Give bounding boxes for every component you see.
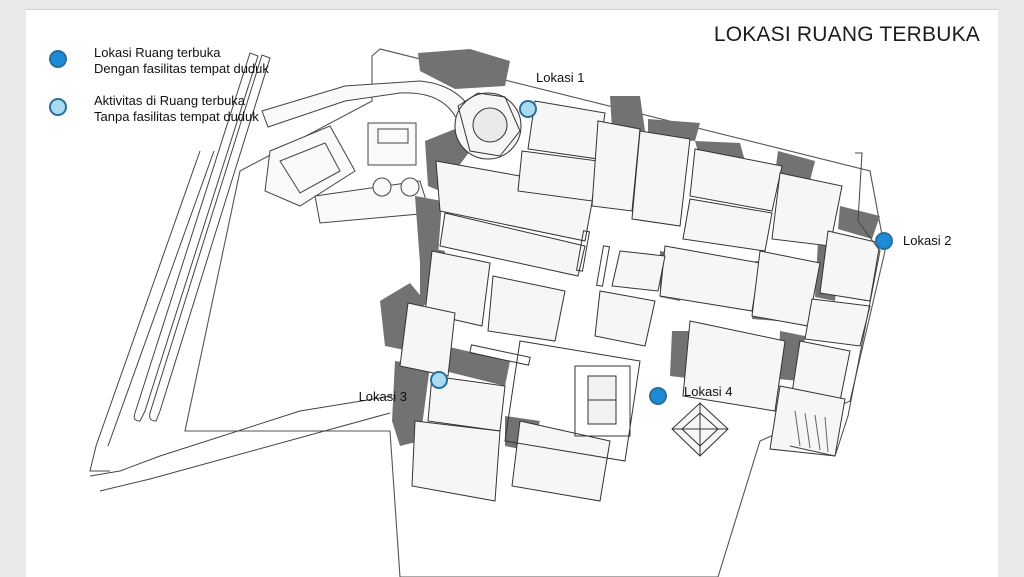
location-marker-3[interactable] [430,371,448,389]
legend-line: Aktivitas di Ruang terbuka [94,93,246,108]
parking-lines [794,410,829,453]
slide: Lokasi 1 Lokasi 2 Lokasi 3 Lokasi 4 LOKASI … [26,9,998,577]
location-label-4: Lokasi 4 [684,384,732,399]
diamond-building [671,402,729,457]
northwest-buildings [264,122,431,224]
light-blue-dot-icon [49,98,67,116]
location-label-1: Lokasi 1 [536,70,584,85]
legend-line: Lokasi Ruang terbuka [94,45,221,60]
location-label-2: Lokasi 2 [903,233,951,248]
map-title: LOKASI RUANG TERBUKA [713,23,980,46]
location-marker-2[interactable] [875,232,893,250]
dark-blue-dot-icon [49,50,67,68]
courtyard-field [469,230,641,462]
legend-text: Lokasi Ruang terbuka Dengan fasilitas te… [94,45,269,77]
location-marker-4[interactable] [649,387,667,405]
east-wing [789,152,881,457]
round-tower [454,92,522,160]
legend-text: Aktivitas di Ruang terbuka Tanpa fasilit… [94,93,259,125]
campus-buildings [399,100,881,502]
track-lanes [89,52,393,492]
campus-site-map: Lokasi 1 Lokasi 2 Lokasi 3 Lokasi 4 [89,48,951,577]
legend-line: Dengan fasilitas tempat duduk [94,61,269,76]
location-marker-1[interactable] [519,100,537,118]
legend-line: Tanpa fasilitas tempat duduk [94,109,259,124]
location-label-3: Lokasi 3 [359,389,407,404]
